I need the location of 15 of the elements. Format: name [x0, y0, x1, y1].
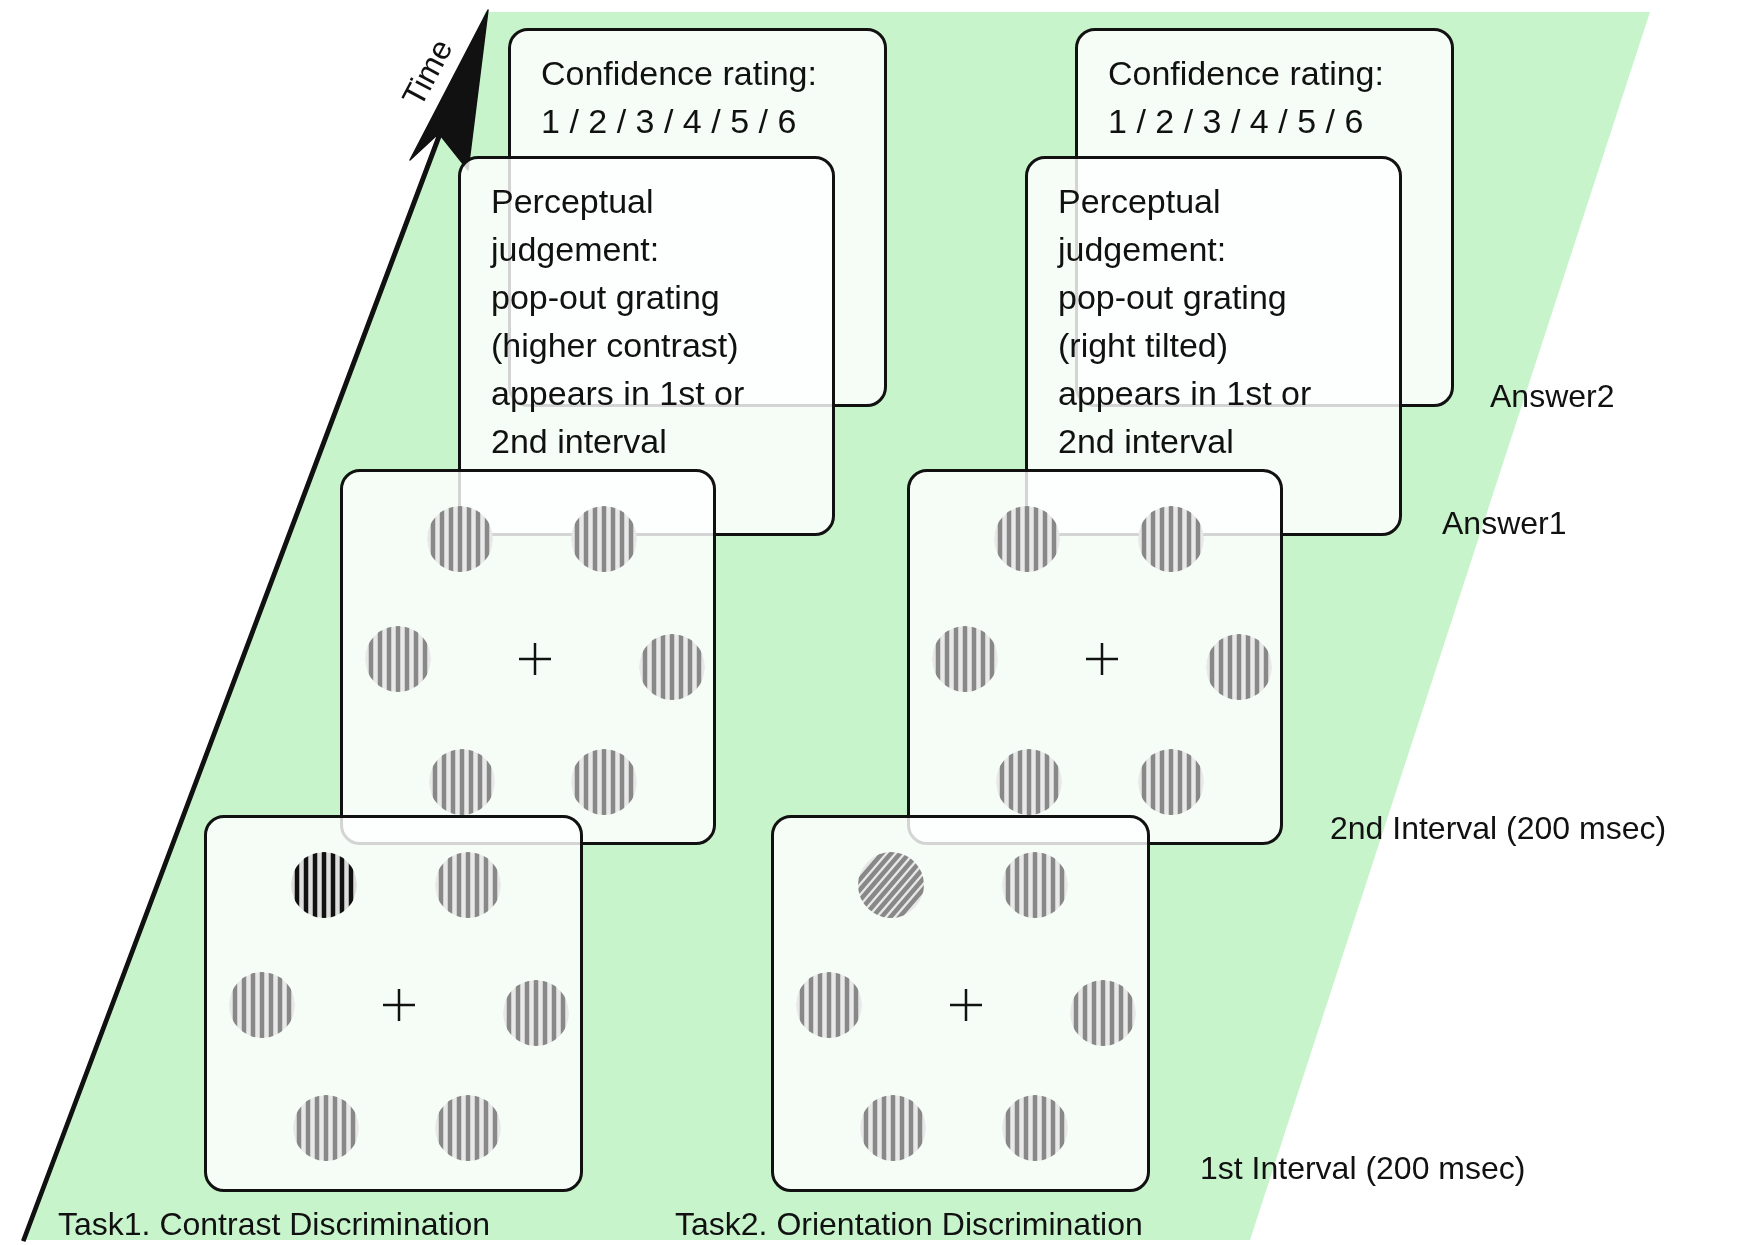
rating-prompt: Confidence rating: 1 / 2 / 3 / 4 / 5 / 6	[1108, 53, 1385, 142]
step-label: 1st Interval (200 msec)	[1200, 1150, 1526, 1187]
stimulus-screen	[907, 469, 1283, 845]
judgement-prompt: Perceptual judgement: pop-out grating (higher contrast) appears in 1st or 2nd interval	[491, 181, 746, 462]
task-label: Task2. Orientation Discrimination	[675, 1206, 1143, 1243]
rating-prompt: Confidence rating: 1 / 2 / 3 / 4 / 5 / 6	[541, 53, 818, 142]
step-label: Answer2	[1490, 378, 1615, 415]
stimulus-screen	[204, 815, 583, 1192]
step-label: Answer1	[1442, 505, 1567, 542]
axis-label: Time	[395, 33, 461, 113]
stimulus-screen	[771, 815, 1150, 1192]
step-label: 2nd Interval (200 msec)	[1330, 810, 1667, 847]
stimulus-screen	[340, 469, 716, 845]
task-label: Task1. Contrast Discrimination	[58, 1206, 491, 1243]
judgement-prompt: Perceptual judgement: pop-out grating (right tilted) appears in 1st or 2nd interval	[1058, 181, 1313, 462]
